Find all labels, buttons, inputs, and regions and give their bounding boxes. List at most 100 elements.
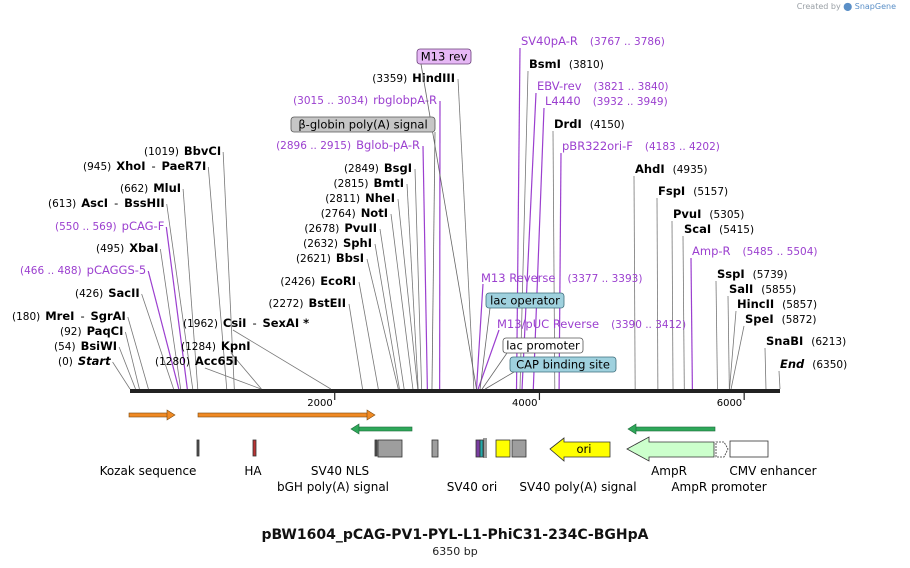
right-site-connector xyxy=(671,220,674,390)
center-site-position: (2764) xyxy=(321,208,356,220)
ampr-arrow xyxy=(626,436,715,462)
feature-label-connector xyxy=(431,131,436,390)
track-arrow-head xyxy=(366,409,376,421)
snapgene-credit: Created by ⬤ SnapGene xyxy=(797,2,896,11)
ori-label: ori xyxy=(577,442,592,456)
primer-position: (3390 .. 3412) xyxy=(611,319,686,331)
right-site-connector xyxy=(778,370,781,390)
credit-prefix: Created by xyxy=(796,2,841,11)
feature-label-text: lac promoter xyxy=(506,339,580,353)
right-site-position: (5485 .. 5504) xyxy=(743,246,818,258)
feature-label-box xyxy=(502,337,584,354)
mid-site-position: (1284) xyxy=(181,341,216,353)
right-site-name: AhdI xyxy=(635,162,665,176)
right-site-position: (5305) xyxy=(709,209,744,221)
ruler-label: 4000 xyxy=(512,398,537,409)
feature-block xyxy=(475,439,481,458)
left-site-name: PaqCI xyxy=(87,324,124,338)
right-site-name: L4440 xyxy=(545,94,581,108)
left-site-connector xyxy=(166,203,194,390)
left-site-position: (92) xyxy=(60,326,82,338)
center-site-connector xyxy=(414,168,423,390)
snapgene-logo: ⬤ xyxy=(843,2,855,11)
center-site-name: Bglob-pA-R xyxy=(356,138,420,152)
center-site-name: SphI xyxy=(343,236,372,250)
left-site-name: SacII xyxy=(108,286,139,300)
right-site-position: (5872) xyxy=(782,314,817,326)
left-site-name: XhoI xyxy=(116,159,145,173)
left-site-name: Start xyxy=(78,354,111,368)
feature-label-box xyxy=(290,116,436,133)
right-site-connector xyxy=(729,310,737,390)
right-site-position: (5855) xyxy=(761,284,796,296)
right-site-position: (4935) xyxy=(673,164,708,176)
center-site-connector xyxy=(406,183,419,390)
right-site-position: (3810) xyxy=(569,59,604,71)
feature-name-label: SV40 ori xyxy=(447,480,498,494)
center-site-name: EcoRI xyxy=(320,274,356,288)
right-site-connector xyxy=(656,197,659,390)
right-site-name: ScaI xyxy=(684,222,711,236)
left-site-position: (426) xyxy=(75,288,103,300)
feature-name-label: SV40 NLS xyxy=(311,464,369,478)
right-site-name: End xyxy=(780,357,805,371)
feature-name-label: AmpR promoter xyxy=(671,480,766,494)
feature-label-connector xyxy=(481,352,508,390)
center-site-name: rbglobpA-R xyxy=(373,93,437,107)
right-site-name: SV40pA-R xyxy=(521,34,578,48)
right-site-position: (3821 .. 3840) xyxy=(594,81,669,93)
center-site-position: (2272) xyxy=(269,298,304,310)
feature-block xyxy=(479,439,484,458)
primer-name: M13/pUC Reverse xyxy=(497,317,599,331)
left-site-connector xyxy=(118,346,136,390)
feature-block xyxy=(252,439,257,457)
left-site-connector xyxy=(141,293,174,390)
ori-arrow xyxy=(549,437,611,462)
feature-block xyxy=(377,439,403,458)
right-site-connector xyxy=(558,152,562,390)
primer-name: M13 Reverse xyxy=(481,271,555,285)
left-site-name: pCAG-F xyxy=(122,219,165,233)
left-site-position: (495) xyxy=(96,243,124,255)
center-site-name: BstEII xyxy=(308,296,346,310)
right-site-connector xyxy=(515,47,521,390)
plasmid-title: pBW1604_pCAG-PV1-PYL-L1-PhiC31-234C-BGHp… xyxy=(261,527,649,543)
right-site-name: pBR322ori-F xyxy=(562,139,633,153)
feature-label-box xyxy=(509,356,617,373)
center-site-connector xyxy=(374,243,400,390)
track-arrow-head xyxy=(627,423,637,435)
center-site-name: NheI xyxy=(365,191,395,205)
right-site-position: (3932 .. 3949) xyxy=(593,96,668,108)
center-site-position: (2678) xyxy=(304,223,339,235)
right-site-name: HincII xyxy=(737,297,774,311)
ampr-promoter-arrow xyxy=(715,441,729,458)
right-site-name: BsmI xyxy=(529,57,561,71)
left-site-position: (0) xyxy=(58,356,73,368)
plasmid-size: 6350 bp xyxy=(432,545,478,558)
left-site-connector xyxy=(147,270,180,390)
left-site-connector xyxy=(222,151,235,390)
right-site-name: FspI xyxy=(658,184,685,198)
track-arrow xyxy=(128,412,169,418)
center-site-connector xyxy=(366,258,399,390)
left-site-connector xyxy=(165,226,188,390)
site-dash: - xyxy=(114,196,118,210)
center-site-connector xyxy=(457,78,475,390)
feature-label-connector xyxy=(420,63,477,390)
feature-label-connector xyxy=(479,307,491,390)
feature-block xyxy=(495,439,511,458)
center-site-position: (2815) xyxy=(334,178,369,190)
right-site-position: (4150) xyxy=(590,119,625,131)
center-site-connector xyxy=(379,228,405,390)
right-site-name: SalI xyxy=(729,282,753,296)
track-arrow xyxy=(634,426,716,432)
mid-site-connector xyxy=(204,367,262,390)
left-site-connector xyxy=(112,361,131,390)
right-site-connector xyxy=(633,175,636,390)
left-site-position: (662) xyxy=(120,183,148,195)
right-site-connector xyxy=(690,257,693,390)
center-site-connector xyxy=(397,198,419,390)
feature-label-box xyxy=(416,48,472,65)
right-site-connector xyxy=(764,347,767,390)
